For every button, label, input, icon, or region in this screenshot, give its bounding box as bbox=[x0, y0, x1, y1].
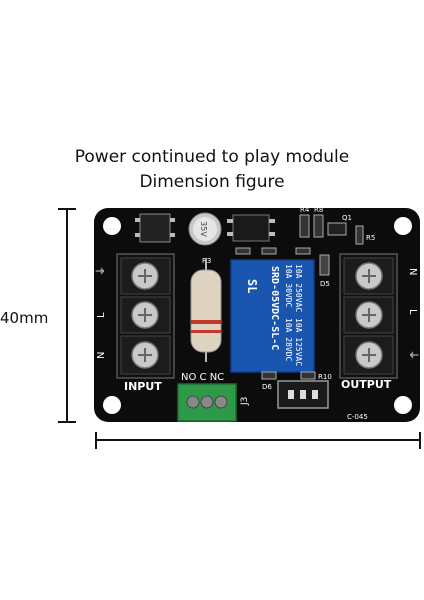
regulator-ic bbox=[227, 214, 275, 242]
input-label-l: L bbox=[96, 312, 107, 318]
output-label-earth: ⏚ bbox=[407, 350, 419, 360]
title-line-2: Dimension figure bbox=[139, 172, 285, 192]
input-terminal-block bbox=[116, 253, 175, 379]
bridge-rectifier bbox=[135, 213, 175, 243]
title-line-1: Power continued to play module bbox=[74, 147, 350, 167]
output-label: OUTPUT bbox=[341, 378, 392, 391]
resistor-r5 bbox=[355, 225, 364, 245]
relay-text-line: 10A 250VAC bbox=[294, 264, 303, 312]
relay-contact-label: NO C NC bbox=[181, 372, 224, 383]
relay-model: SRD-05VDC-SL-C bbox=[269, 266, 280, 350]
input-label-n: N bbox=[96, 352, 107, 359]
relay-output-terminal bbox=[177, 383, 237, 422]
label-q1: Q1 bbox=[342, 214, 352, 222]
resistor-r8 bbox=[313, 214, 324, 238]
height-dimension-label: 40mm bbox=[0, 309, 49, 327]
label-r4: R4 bbox=[300, 206, 310, 214]
resistor-r10 bbox=[300, 371, 316, 380]
mount-hole bbox=[103, 217, 121, 235]
mount-hole bbox=[394, 396, 412, 414]
smd-part bbox=[261, 247, 277, 255]
relay-logo: SL bbox=[245, 279, 259, 293]
label-d6: D6 bbox=[262, 383, 272, 391]
label-j3: J3 bbox=[240, 397, 250, 406]
output-terminal-block bbox=[339, 253, 398, 379]
output-label-l: L bbox=[407, 309, 418, 315]
capacitor-label: 35V bbox=[199, 221, 208, 237]
label-r5: R5 bbox=[366, 234, 375, 242]
label-d5: D5 bbox=[320, 280, 330, 288]
relay: 10A 250VAC 10A 30VDC 10A 125VAC 10A 28VD… bbox=[230, 259, 315, 373]
pin-header bbox=[277, 380, 329, 409]
input-label-earth: ⏚ bbox=[95, 266, 107, 276]
input-label: INPUT bbox=[124, 380, 162, 393]
board-code: C-045 bbox=[347, 413, 368, 421]
smd-part bbox=[235, 247, 251, 255]
height-dimension-line bbox=[58, 208, 76, 423]
label-r10: R10 bbox=[318, 373, 332, 381]
relay-text-line: 10A 28VDC bbox=[284, 318, 293, 362]
label-r8: R8 bbox=[314, 206, 323, 214]
capacitor: 35V bbox=[188, 212, 222, 246]
resistor-r4 bbox=[299, 214, 310, 238]
power-resistor bbox=[190, 258, 222, 362]
transistor-q1 bbox=[327, 222, 347, 236]
diode-d6 bbox=[261, 371, 277, 380]
output-label-n: N bbox=[407, 268, 418, 275]
relay-text-line: 10A 30VDC bbox=[284, 264, 293, 308]
mount-hole bbox=[103, 396, 121, 414]
diode-d5 bbox=[319, 254, 330, 276]
mount-hole bbox=[394, 217, 412, 235]
smd-part bbox=[295, 247, 311, 255]
relay-text-line: 10A 125VAC bbox=[294, 318, 303, 366]
width-dimension-line bbox=[95, 432, 421, 449]
